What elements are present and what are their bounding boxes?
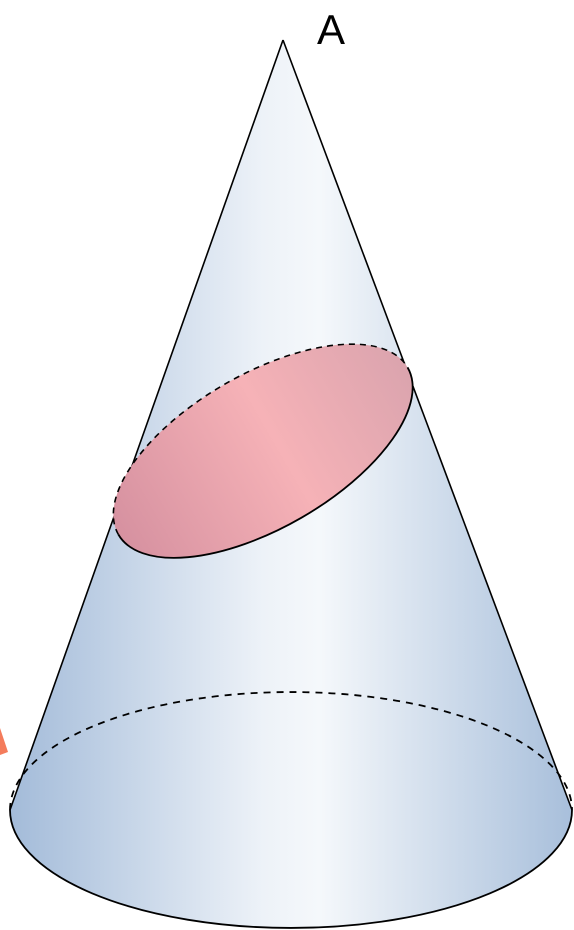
cone-right-edge (282, 39, 573, 811)
cross-section-front (117, 367, 414, 559)
cross-section-fill (113, 344, 413, 558)
base-ellipse-front (9, 809, 573, 929)
cross-section-back (112, 343, 409, 535)
cone-left-edge (9, 39, 284, 811)
base-ellipse-back (9, 691, 573, 811)
apex-label: A (317, 6, 345, 53)
accent-mark (0, 728, 8, 755)
